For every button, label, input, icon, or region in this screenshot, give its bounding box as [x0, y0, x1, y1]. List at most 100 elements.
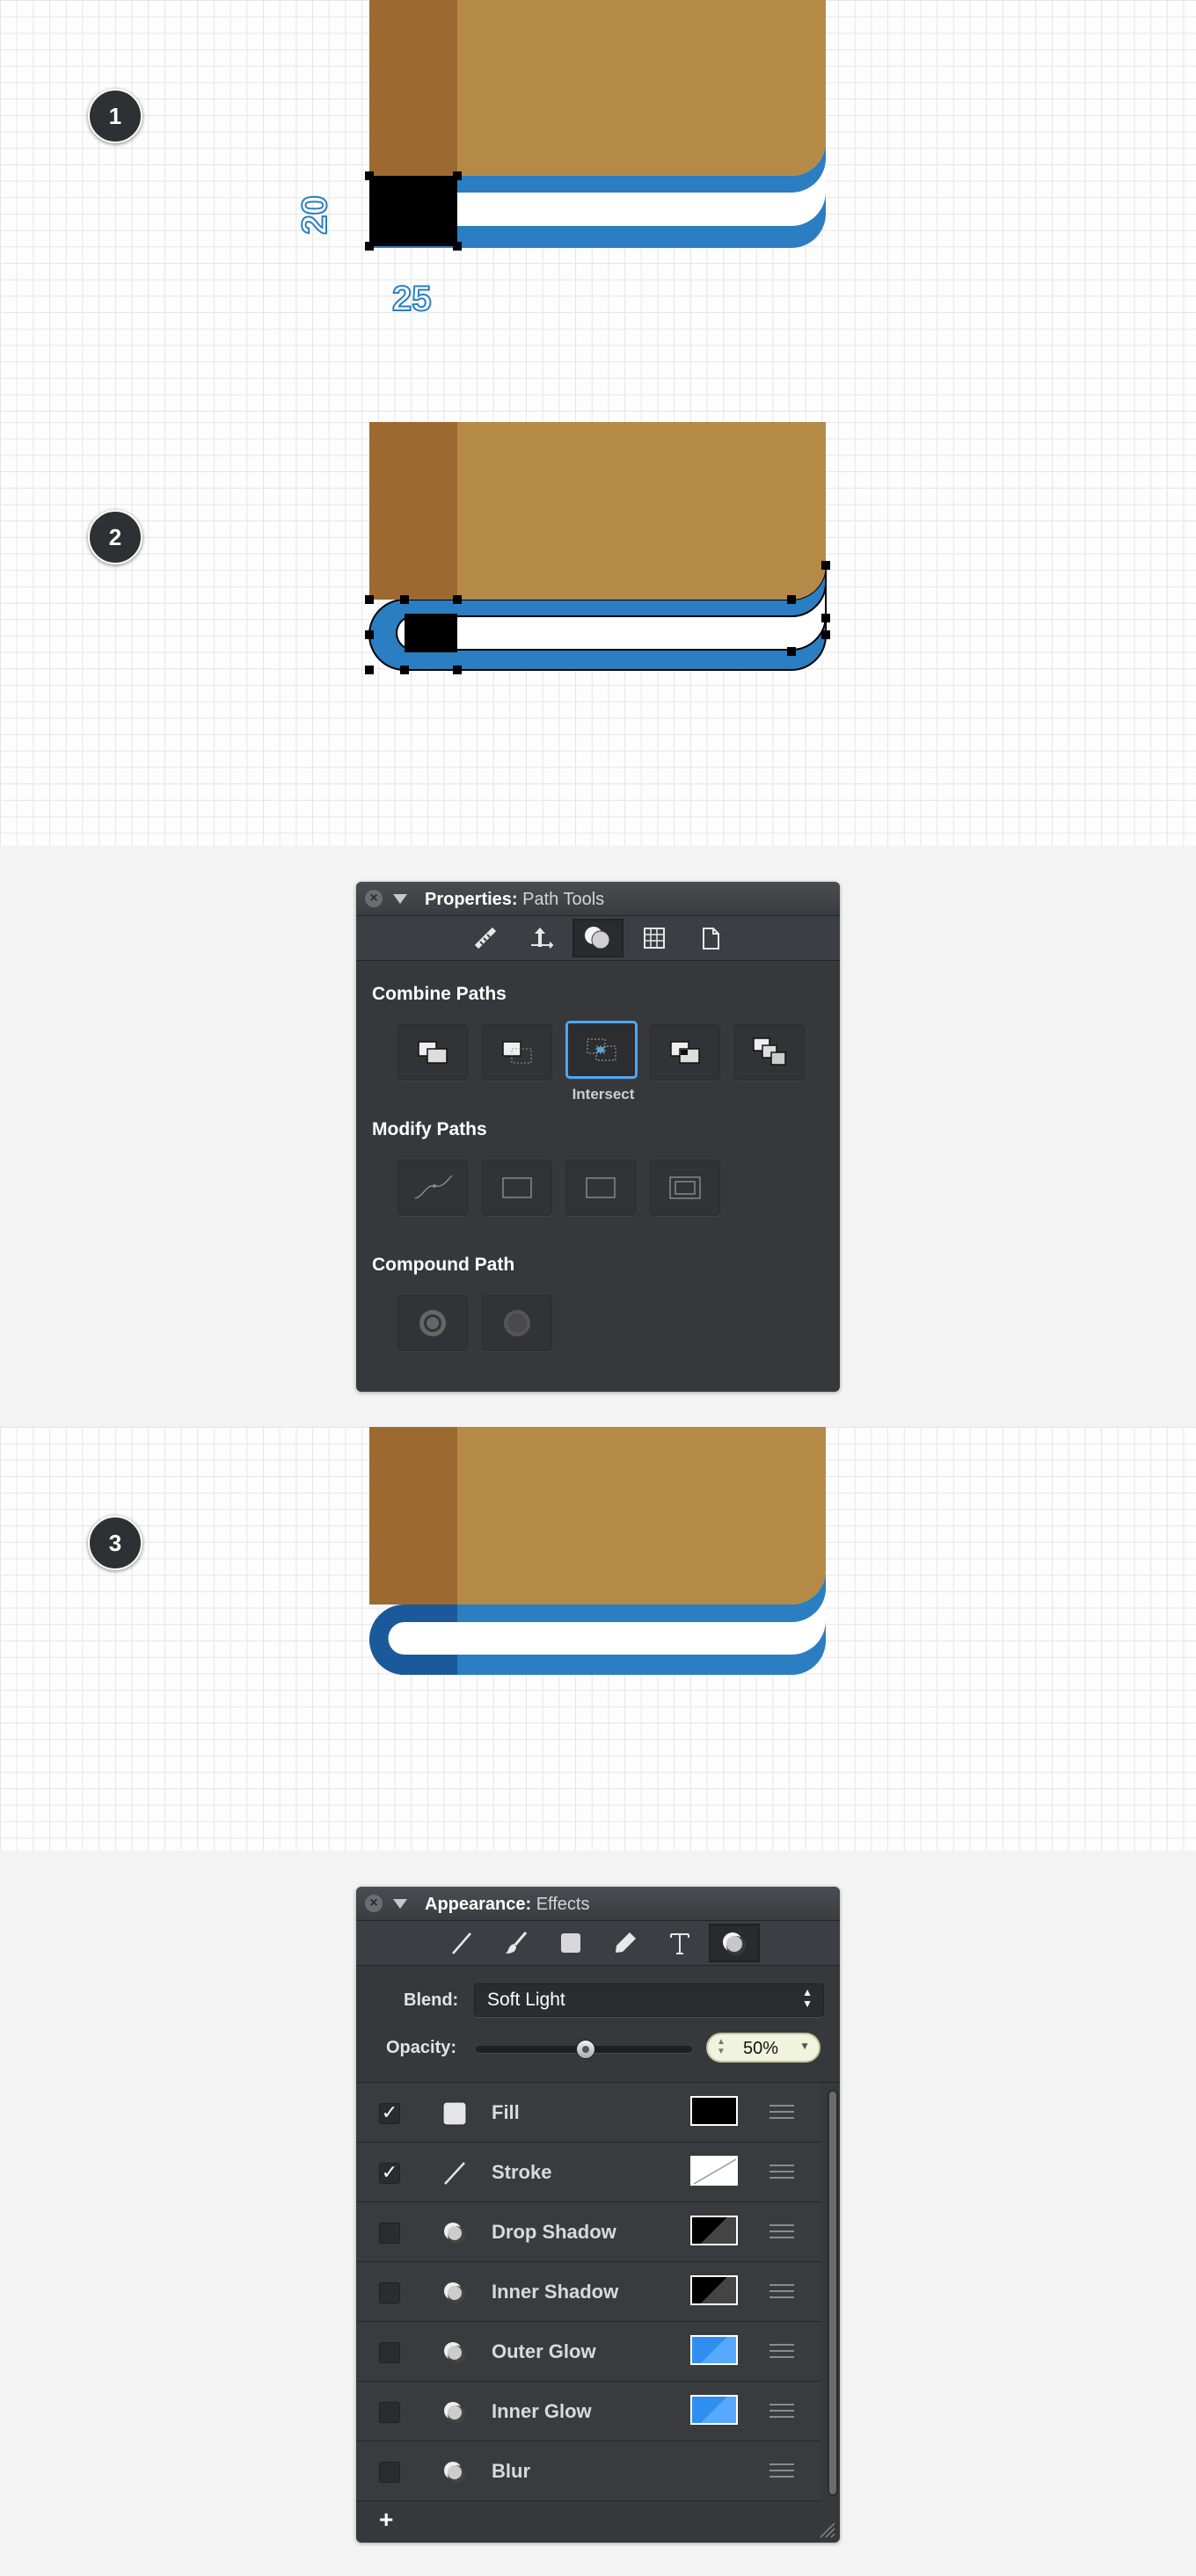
expand-button [565, 1160, 636, 1216]
panel-title: Properties: Path Tools [425, 890, 604, 910]
effect-row-blur[interactable]: Blur [356, 2441, 820, 2501]
black-rectangle [369, 176, 457, 246]
width-dimension-label: 25 [391, 279, 432, 319]
canvas-step-1: 1 20 25 [0, 0, 1196, 422]
effect-label: Drop Shadow [492, 2221, 616, 2243]
union-icon [418, 1041, 448, 1064]
stepper-icon[interactable]: ▲▼ [717, 2037, 726, 2056]
drag-handle-icon[interactable] [769, 2463, 794, 2482]
chevron-down-icon[interactable]: ▼ [799, 2040, 810, 2052]
exclude-button[interactable] [650, 1024, 720, 1081]
tab-pen[interactable] [600, 1924, 651, 1962]
height-dimension-label: 20 [295, 194, 335, 236]
panel-subtitle: Path Tools [522, 890, 605, 909]
opacity-field[interactable]: ▲▼ 50% ▼ [706, 2033, 820, 2063]
stroke-icon [444, 2162, 465, 2185]
tab-text[interactable] [654, 1924, 705, 1962]
canvas-step-2: 2 [0, 422, 1196, 846]
blend-label: Blend: [404, 1990, 459, 2010]
divide-button[interactable] [734, 1024, 805, 1081]
appearance-titlebar: × Appearance: Effects [356, 1887, 840, 1921]
drop-shadow-swatch[interactable] [690, 2216, 738, 2245]
inner-glow-checkbox[interactable] [379, 2402, 400, 2423]
tab-path-tools[interactable] [572, 919, 624, 957]
effect-row-outer-glow[interactable]: Outer Glow [356, 2322, 820, 2382]
close-icon[interactable]: × [365, 1895, 383, 1912]
outer-glow-swatch[interactable] [690, 2335, 738, 2365]
subtract-button[interactable] [482, 1024, 552, 1081]
inner-shadow-checkbox[interactable] [379, 2282, 400, 2303]
ruler-icon [474, 927, 497, 950]
release-compound-button [482, 1295, 552, 1351]
scrollbar-thumb[interactable] [829, 2092, 836, 2494]
effect-row-inner-shadow[interactable]: Inner Shadow [356, 2262, 820, 2322]
blend-select[interactable]: Soft Light ▲▼ [474, 1983, 824, 2017]
outer-glow-checkbox[interactable] [379, 2342, 400, 2363]
blur-checkbox[interactable] [379, 2462, 400, 2483]
rectangle-icon [586, 1177, 616, 1198]
resize-grip-icon[interactable] [815, 2518, 836, 2539]
add-effect-button[interactable]: + [379, 2506, 394, 2533]
effect-label: Stroke [492, 2161, 552, 2183]
opacity-slider-knob[interactable] [576, 2040, 595, 2059]
text-icon [670, 1933, 689, 1954]
tab-ruler[interactable] [460, 919, 511, 957]
tab-document[interactable] [685, 919, 736, 957]
offset-path-button [650, 1160, 720, 1216]
tab-effects[interactable] [709, 1924, 760, 1962]
book-illustration-step-3 [369, 1427, 827, 1675]
intersect-caption: Intersect [572, 1086, 635, 1102]
union-button[interactable] [397, 1024, 468, 1081]
effects-scrollbar[interactable] [828, 2090, 838, 2496]
fill-checkbox[interactable]: ✓ [379, 2103, 400, 2124]
circle-icon [504, 1310, 530, 1336]
drop-shadow-checkbox[interactable] [379, 2223, 400, 2244]
combine-paths-label: Combine Paths [372, 984, 507, 1004]
effect-row-drop-shadow[interactable]: Drop Shadow [356, 2202, 820, 2262]
drag-handle-icon[interactable] [769, 2344, 794, 2362]
step-badge-3: 3 [88, 1516, 142, 1570]
panel-title-label: Appearance: [425, 1895, 532, 1914]
close-icon[interactable]: × [365, 890, 383, 907]
divide-icon [753, 1037, 786, 1066]
effect-label: Blur [492, 2460, 530, 2482]
drag-handle-icon[interactable] [769, 2224, 794, 2243]
disclosure-triangle-icon[interactable] [393, 1899, 407, 1909]
step-badge-1: 1 [88, 89, 142, 143]
stroke-checkbox[interactable]: ✓ [379, 2163, 400, 2184]
effect-row-fill[interactable]: ✓ Fill [356, 2083, 820, 2143]
disclosure-triangle-icon[interactable] [393, 894, 407, 904]
properties-panel: × Properties: Path Tools Combine Paths I… [356, 882, 840, 1392]
tab-fill[interactable] [545, 1924, 596, 1962]
drag-handle-icon[interactable] [769, 2284, 794, 2303]
outline-stroke-button [482, 1160, 552, 1216]
inner-shadow-swatch[interactable] [690, 2275, 738, 2305]
intersect-button[interactable] [565, 1021, 638, 1079]
drag-handle-icon[interactable] [769, 2165, 794, 2183]
effect-row-inner-glow[interactable]: Inner Glow [356, 2382, 820, 2441]
compound-path-label: Compound Path [372, 1255, 515, 1275]
make-compound-button [397, 1295, 468, 1351]
blend-select-value: Soft Light [487, 1990, 565, 2010]
fill-icon [442, 2101, 467, 2126]
fill-swatch[interactable] [690, 2096, 738, 2126]
line-icon [452, 1932, 471, 1954]
subtract-icon [502, 1041, 532, 1064]
tab-move[interactable] [516, 919, 567, 957]
panel-title: Appearance: Effects [425, 1895, 590, 1915]
stroke-swatch[interactable] [690, 2156, 738, 2186]
opacity-slider[interactable] [476, 2040, 692, 2059]
tab-stroke[interactable] [436, 1924, 487, 1962]
exclude-icon [670, 1041, 700, 1064]
inner-glow-swatch[interactable] [690, 2395, 738, 2425]
tab-brush[interactable] [491, 1924, 542, 1962]
drag-handle-icon[interactable] [769, 2404, 794, 2422]
curve-icon [414, 1175, 453, 1199]
effect-row-stroke[interactable]: ✓ Stroke [356, 2143, 820, 2202]
move-icon [531, 928, 554, 949]
panel-subtitle: Effects [536, 1895, 590, 1914]
book-illustration-step-2 [365, 422, 830, 674]
modify-paths-label: Modify Paths [372, 1119, 487, 1139]
drag-handle-icon[interactable] [769, 2105, 794, 2123]
tab-grid[interactable] [629, 919, 680, 957]
